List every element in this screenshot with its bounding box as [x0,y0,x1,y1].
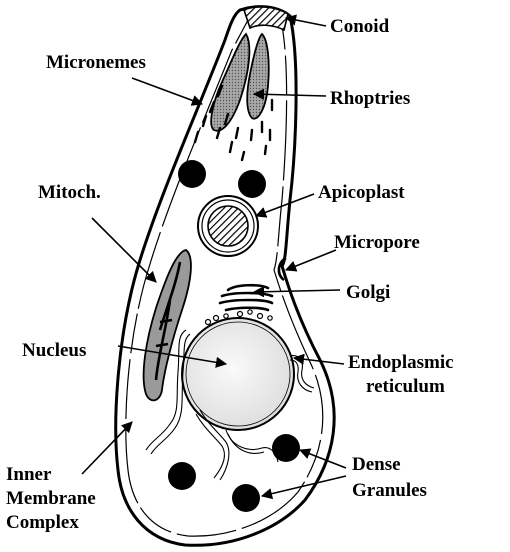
dense-granule [238,170,266,198]
label-er-line1: Endoplasmic [348,352,454,373]
microneme [240,150,246,162]
label-rhoptries: Rhoptries [330,88,410,109]
golgi-vesicles [204,309,273,326]
leader-dense-1 [298,448,347,469]
label-nucleus: Nucleus [22,340,86,361]
label-er-line2: reticulum [366,376,445,397]
rhoptry-left [210,32,251,132]
leader-golgi [252,286,341,298]
dense-granule [232,484,260,512]
label-imc-line3: Complex [6,512,79,533]
label-imc-line2: Membrane [6,488,96,509]
microneme [215,126,222,140]
dense-granules-group [168,160,300,512]
leader-micropore [284,249,337,272]
leader-micronemes [131,77,204,106]
microneme [228,140,234,154]
micronemes-group [193,84,274,162]
microneme [216,84,224,98]
dense-granule [168,462,196,490]
label-micronemes: Micronemes [46,52,146,73]
mitochondrion-shape [142,249,192,402]
dense-granule [272,434,300,462]
micropore-shape [277,256,287,282]
apicoplast-shape [197,195,259,257]
label-conoid: Conoid [330,16,390,37]
microneme [263,144,268,156]
dense-granule [178,160,206,188]
microneme [234,126,240,140]
label-dense-line2: Granules [352,480,427,501]
labels: Conoid Micronemes Rhoptries Mitoch. Apic… [6,16,454,533]
label-dense-line1: Dense [352,454,401,475]
nucleus-shape [181,317,295,431]
label-mitoch: Mitoch. [38,182,101,203]
label-apicoplast: Apicoplast [318,182,405,203]
microneme [223,112,230,126]
leader-nucleus [117,345,228,368]
leader-rhoptries [252,88,327,100]
conoid-shape [243,6,289,32]
leader-mitoch [91,217,157,283]
label-imc-line1: Inner [6,464,52,485]
label-golgi: Golgi [346,282,390,303]
leader-imc [81,421,133,475]
microneme [193,130,200,144]
label-micropore: Micropore [334,232,420,253]
endoplasmic-reticulum-shape [145,329,315,481]
microneme [208,100,216,114]
leader-apicoplast [254,193,315,218]
leader-dense-2 [260,475,347,500]
leader-conoid [284,14,327,27]
microneme [201,114,208,128]
leader-lines [81,14,347,500]
golgi-shape [218,283,274,312]
leader-er [292,353,345,365]
microneme [249,128,254,142]
